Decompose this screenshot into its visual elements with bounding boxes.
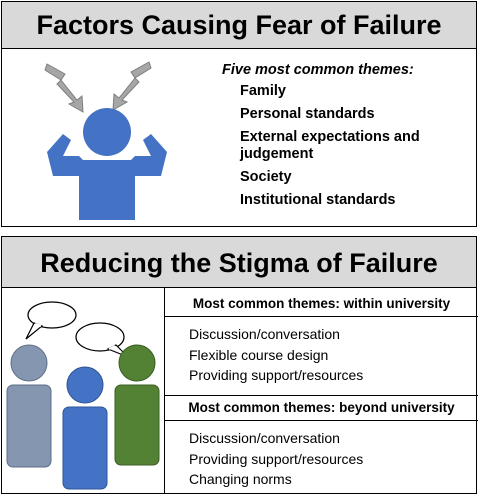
themes-block: Five most common themes: Family Personal… <box>222 62 472 215</box>
list-item: Discussion/conversation <box>189 430 340 446</box>
stigma-title: Reducing the Stigma of Failure <box>2 237 476 288</box>
person-left-body <box>6 384 52 468</box>
person-right-body <box>114 384 160 466</box>
person-head <box>83 108 131 156</box>
theme-item: Family <box>240 83 286 99</box>
lightning-bolt-left-icon <box>44 63 84 113</box>
list-item: Discussion/conversation <box>189 326 340 342</box>
person-middle-body <box>62 406 108 490</box>
speech-bubble-left-icon <box>25 301 77 340</box>
list-item: Providing support/resources <box>189 367 364 383</box>
within-university-heading: Most common themes: within university <box>165 292 478 317</box>
stressed-person-illustration <box>44 61 167 220</box>
list-item: Flexible course design <box>189 346 329 363</box>
themes-heading: Five most common themes: <box>222 62 414 78</box>
within-university-list: Discussion/conversation Flexible course … <box>189 324 478 386</box>
person-middle-head <box>66 366 104 404</box>
person-body <box>47 134 167 220</box>
list-item: Changing norms <box>189 471 292 487</box>
speech-bubble-right-icon <box>75 322 129 358</box>
person-right-head <box>118 344 156 382</box>
theme-item: Society <box>240 169 292 185</box>
theme-item: Institutional standards <box>240 192 396 208</box>
theme-item: Personal standards <box>240 106 375 122</box>
fear-panel: Factors Causing Fear of Failure Five mos… <box>1 1 477 227</box>
beyond-university-list: Discussion/conversation Providing suppor… <box>189 428 478 490</box>
person-left-head <box>10 344 48 382</box>
conversation-illustration <box>6 301 160 490</box>
list-item: Providing support/resources <box>189 450 364 467</box>
themes-list: Family Personal standards External expec… <box>222 83 472 209</box>
lightning-bolt-right-icon <box>112 61 152 111</box>
fear-title: Factors Causing Fear of Failure <box>2 2 476 49</box>
themes-table: Most common themes: within university Di… <box>164 288 478 493</box>
theme-item: External expectations and judgement <box>240 129 420 162</box>
stigma-panel: Reducing the Stigma of Failure Most comm… <box>1 236 478 494</box>
section-divider <box>165 395 478 396</box>
beyond-university-heading: Most common themes: beyond university <box>165 396 478 421</box>
